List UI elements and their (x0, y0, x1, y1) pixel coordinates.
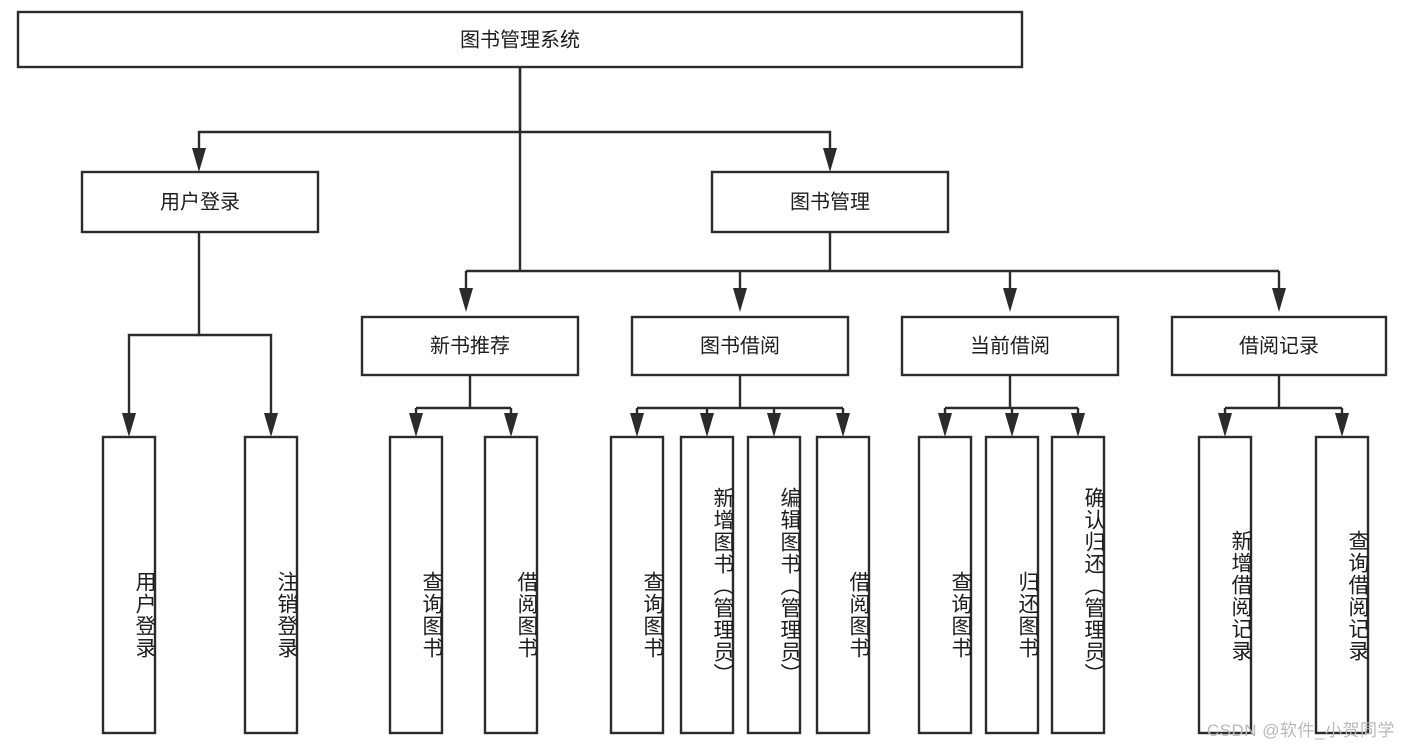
leaf-box-query-book-2[interactable] (609, 435, 665, 735)
arrowhead-bb-leaf3 (767, 413, 781, 437)
arrowhead-br-leaf1 (1218, 413, 1232, 437)
node-new-book-recommend-label: 新书推荐 (430, 334, 510, 357)
arrowhead-cb-leaf1 (938, 413, 952, 437)
leaf-box-query-borrow-record[interactable] (1314, 435, 1370, 735)
arrowhead-currentborrow (1003, 288, 1017, 312)
leaf-box-logout[interactable] (243, 435, 299, 735)
arrowhead-nb-leaf1 (409, 413, 423, 437)
connector-root-to-user-login (197, 67, 522, 160)
node-borrow-record[interactable] (1170, 315, 1388, 377)
leaf-box-borrow-book-1[interactable] (483, 435, 539, 735)
node-user-login-label: 用户登录 (160, 190, 240, 213)
arrowhead-borrowrecord (1272, 288, 1286, 312)
leaf-box-query-book-1[interactable] (388, 435, 444, 735)
arrowhead-book-manage (823, 148, 837, 172)
node-current-borrow[interactable] (900, 315, 1120, 377)
arrowhead-leaf-user-login (122, 413, 136, 437)
node-new-book-recommend[interactable] (360, 315, 580, 377)
connector-root-to-book-manage (520, 130, 832, 160)
csdn-watermark: CSDN @软件_小贺同学 (1206, 721, 1395, 740)
node-root[interactable] (16, 10, 1024, 69)
leaf-box-borrow-book-2[interactable] (815, 435, 871, 735)
arrowhead-nb-leaf2 (504, 413, 518, 437)
arrowhead-user-login (192, 148, 206, 172)
leaf-box-user-login[interactable] (101, 435, 157, 735)
leaf-box-edit-book-admin[interactable] (746, 435, 802, 735)
node-book-manage-label: 图书管理 (790, 190, 870, 213)
connector-userlogin-to-leaf1 (127, 232, 201, 425)
leaf-box-add-borrow-record[interactable] (1197, 435, 1253, 735)
node-root-label: 图书管理系统 (460, 28, 580, 51)
arrowhead-bb-leaf4 (836, 413, 850, 437)
leaf-box-return-book[interactable] (984, 435, 1040, 735)
leaf-box-query-book-3[interactable] (917, 435, 973, 735)
leaf-box-confirm-return-admin[interactable] (1050, 435, 1106, 735)
arrowhead-leaf-logout (264, 413, 278, 437)
arrowhead-newbook (459, 288, 473, 312)
arrowhead-bookborrow (733, 288, 747, 312)
node-book-borrow[interactable] (630, 315, 850, 377)
arrowhead-br-leaf2 (1335, 413, 1349, 437)
leaf-box-add-book-admin[interactable] (679, 435, 735, 735)
arrowhead-bb-leaf1 (630, 413, 644, 437)
arrowhead-cb-leaf2 (1005, 413, 1019, 437)
arrowhead-cb-leaf3 (1071, 413, 1085, 437)
node-book-manage[interactable] (710, 170, 950, 234)
node-borrow-record-label: 借阅记录 (1239, 334, 1319, 357)
connector-userlogin-to-leaf2 (199, 333, 273, 425)
node-book-borrow-label: 图书借阅 (700, 334, 780, 357)
arrowhead-bb-leaf2 (700, 413, 714, 437)
node-user-login[interactable] (80, 170, 320, 234)
node-current-borrow-label: 当前借阅 (970, 334, 1050, 357)
